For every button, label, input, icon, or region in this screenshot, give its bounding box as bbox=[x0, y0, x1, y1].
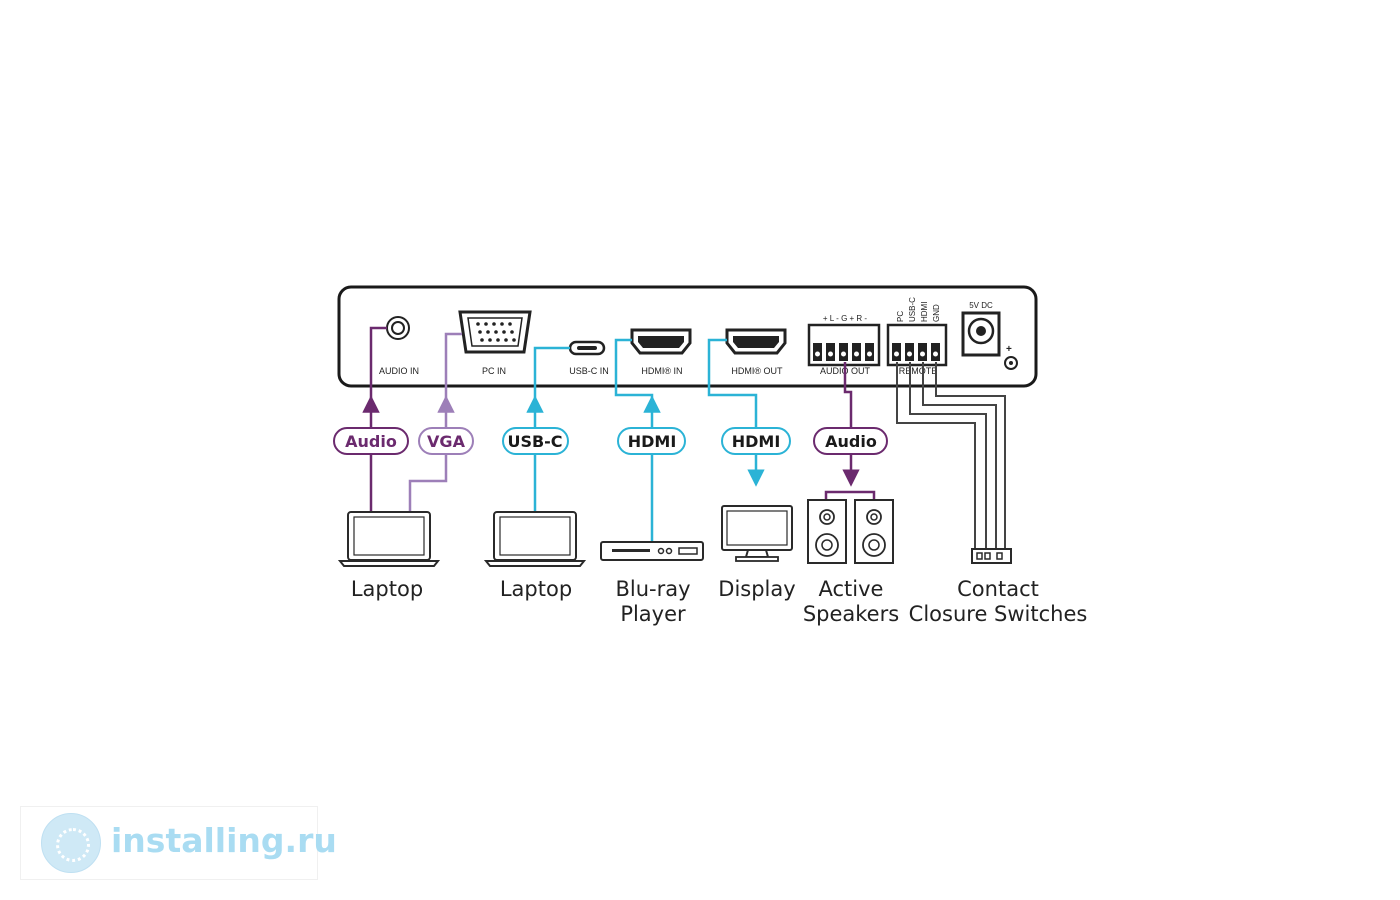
device-bluray-label-line1: Blu-ray bbox=[615, 577, 690, 601]
svg-text:+: + bbox=[1006, 344, 1012, 355]
watermark-logo-icon bbox=[41, 813, 101, 873]
pill-audio-in: Audio bbox=[333, 427, 409, 455]
pill-hdmi-in: HDMI bbox=[617, 427, 686, 455]
device-display-label: Display bbox=[718, 577, 795, 601]
device-switches-label-line2: Closure Switches bbox=[909, 602, 1088, 626]
usbc-port: USB-C IN bbox=[568, 340, 609, 376]
pill-audio-out: Audio bbox=[813, 427, 888, 455]
hdmi-in-label: HDMI® IN bbox=[641, 366, 682, 376]
device-rear-panel: AUDIO IN PC IN USB-C IN HDMI® IN bbox=[337, 285, 1038, 388]
pill-vga: VGA bbox=[418, 427, 474, 455]
hdmi-out-port: HDMI® OUT bbox=[725, 328, 787, 376]
pill-hdmi-out: HDMI bbox=[721, 427, 791, 455]
remote-pin-gnd: GND bbox=[932, 304, 941, 322]
vga-port: PC IN bbox=[458, 310, 532, 376]
audio-in-jack: AUDIO IN bbox=[379, 316, 419, 376]
hdmi-out-label: HDMI® OUT bbox=[731, 366, 783, 376]
remote-wires bbox=[896, 362, 1006, 549]
device-speakers-label-line2: Speakers bbox=[803, 602, 899, 626]
laptop-1-icon bbox=[337, 511, 441, 567]
hdmi-in-cable bbox=[614, 338, 661, 541]
device-laptop-1-label: Laptop bbox=[351, 577, 423, 601]
watermark: installing.ru bbox=[20, 806, 337, 880]
usbc-cable bbox=[526, 346, 570, 516]
pill-vga-text: VGA bbox=[427, 432, 466, 451]
remote-pin-pc: PC bbox=[896, 311, 905, 322]
audio-out-pins-label: + L - G + R - bbox=[823, 314, 867, 323]
laptop-2-icon bbox=[483, 511, 587, 567]
audio-in-label: AUDIO IN bbox=[379, 366, 419, 376]
pill-hdmi-in-text: HDMI bbox=[628, 432, 677, 451]
pill-usbc-text: USB-C bbox=[507, 432, 562, 451]
remote-label: REMOTE bbox=[899, 366, 938, 376]
pill-audio-in-text: Audio bbox=[345, 432, 397, 451]
device-laptop-2-label: Laptop bbox=[500, 577, 572, 601]
remote-terminal: PC USB-C HDMI GND REMOTE bbox=[886, 297, 948, 376]
usbc-in-label: USB-C IN bbox=[569, 366, 609, 376]
device-bluray-label-line2: Player bbox=[620, 602, 686, 626]
hdmi-in-port: HDMI® IN bbox=[630, 328, 692, 376]
audio-in-cable bbox=[362, 326, 387, 512]
bluray-player-icon bbox=[600, 541, 704, 561]
power-connector: 5V DC + bbox=[961, 301, 1018, 370]
pill-usbc: USB-C bbox=[502, 427, 569, 455]
remote-pin-hdmi: HDMI bbox=[920, 302, 929, 322]
watermark-text: installing.ru bbox=[111, 821, 337, 860]
speakers-icon bbox=[807, 499, 894, 564]
device-speakers-label-line1: Active bbox=[819, 577, 884, 601]
remote-pin-usbc: USB-C bbox=[908, 297, 917, 322]
pill-audio-out-text: Audio bbox=[825, 432, 877, 451]
contact-switches-icon bbox=[971, 548, 1012, 564]
pc-in-label: PC IN bbox=[482, 366, 506, 376]
hdmi-out-cable bbox=[707, 338, 765, 487]
pill-hdmi-out-text: HDMI bbox=[732, 432, 781, 451]
display-icon bbox=[721, 505, 793, 562]
power-label: 5V DC bbox=[969, 301, 993, 310]
device-switches-label-line1: Contact bbox=[957, 577, 1039, 601]
